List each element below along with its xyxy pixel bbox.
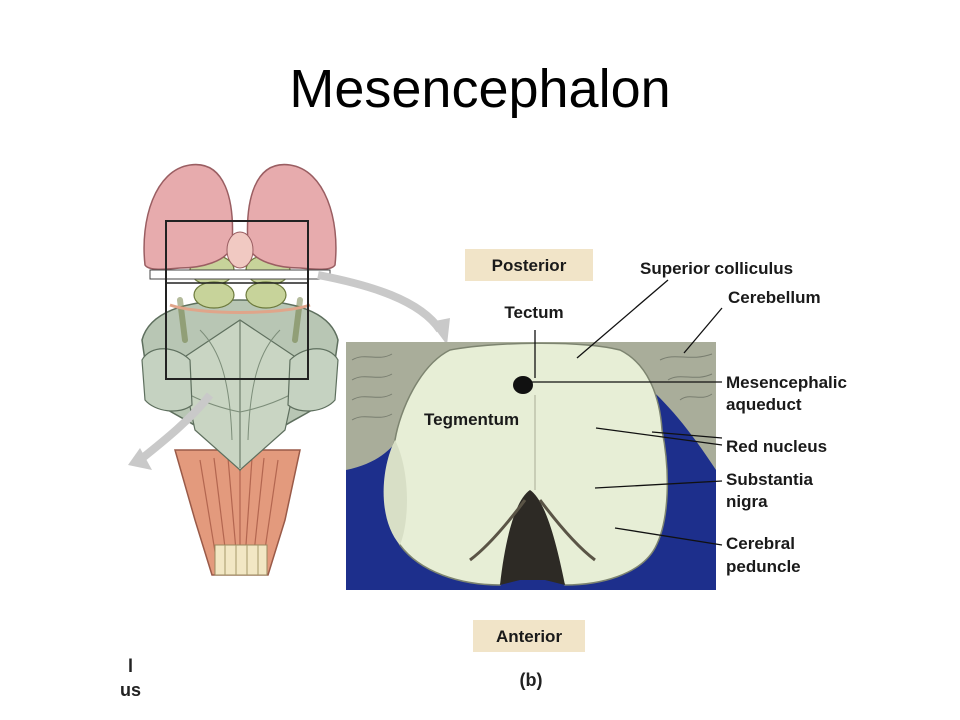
edge-fragment-1: l [128,656,133,676]
edge-fragment-2: us [120,680,141,700]
tectum-label: Tectum [504,303,563,322]
superior-colliculus-label: Superior colliculus [640,259,793,278]
cerebral-peduncle-label-2: peduncle [726,557,801,576]
mesencephalic-aqueduct-label-2: aqueduct [726,395,802,414]
mesencephalic-aqueduct-label-1: Mesencephalic [726,373,847,392]
midbrain-section-photo [346,342,716,590]
substantia-nigra-label-1: Substantia [726,470,813,489]
tegmentum-label: Tegmentum [424,410,519,429]
posterior-label: Posterior [492,256,567,275]
anterior-label: Anterior [496,627,563,646]
cerebellum-label: Cerebellum [728,288,821,307]
red-nucleus-label: Red nucleus [726,437,827,456]
panel-label: (b) [520,670,543,690]
substantia-nigra-label-2: nigra [726,492,768,511]
cerebral-peduncle-label-1: Cerebral [726,534,795,553]
